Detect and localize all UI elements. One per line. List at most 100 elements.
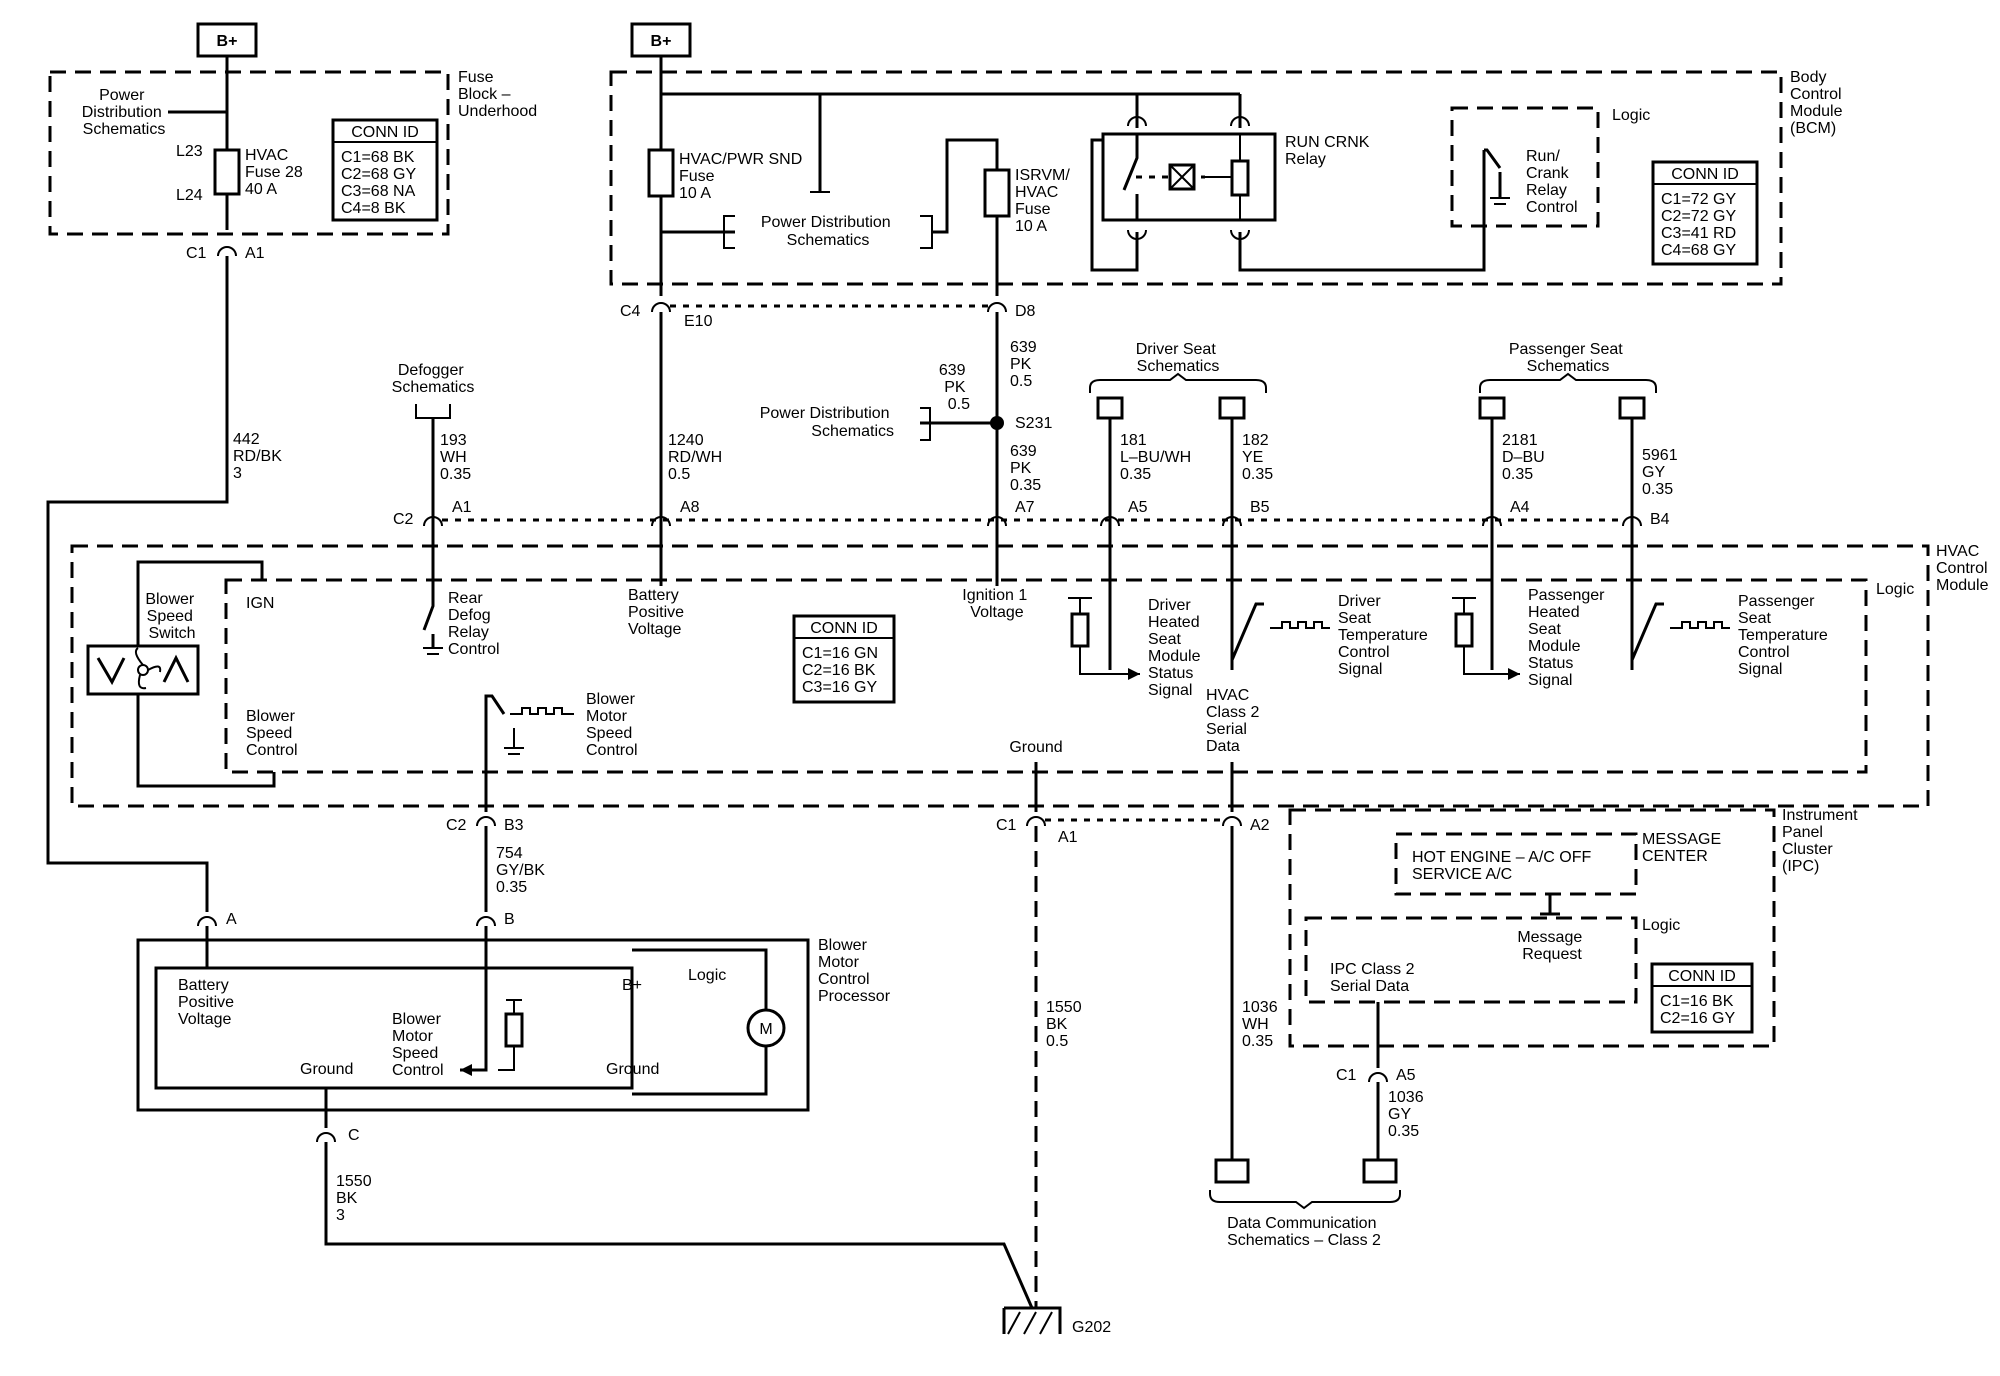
blower-ground-left: Ground bbox=[300, 1061, 353, 1078]
s231-power-dist-ref: Power Distribution Schematics bbox=[760, 405, 894, 440]
ipc-conn-title: CONN ID bbox=[1668, 968, 1736, 985]
hvac-pin-b3: B3 bbox=[504, 817, 524, 834]
wire-639-bcm-label: 639 PK 0.5 bbox=[1010, 339, 1041, 390]
ipc-message-request-label: Message Request bbox=[1517, 929, 1586, 963]
hvac-ground-label: Ground bbox=[1009, 739, 1062, 756]
fuse-block-c1: C1 bbox=[186, 245, 207, 262]
body-control-module: Body Control Module (BCM) HVAC/PWR SND F… bbox=[609, 56, 1847, 296]
wire-442-label: 442 RD/BK 3 bbox=[233, 431, 286, 482]
hvac-c2-top: C2 bbox=[393, 511, 414, 528]
passenger-heated-seat-status-label: Passenger Heated Seat Module Status Sign… bbox=[1528, 587, 1609, 689]
hvac-ign-label: IGN bbox=[246, 595, 274, 612]
ground-g202-label: G202 bbox=[1072, 1319, 1111, 1336]
bplus-left-terminal: B+ bbox=[196, 22, 258, 58]
bcm-c4: C4 bbox=[620, 303, 641, 320]
fuse-block-l23: L23 bbox=[176, 143, 203, 160]
blower-battery-positive-label: Battery Positive Voltage bbox=[178, 977, 238, 1028]
blower-motor-speed-control-label: Blower Motor Speed Control bbox=[392, 1011, 445, 1079]
hvac-pin-a5: A5 bbox=[1128, 499, 1148, 516]
wire-1550-blower-label: 1550 BK 3 bbox=[336, 1173, 376, 1224]
driver-seat-schematics-ref: Driver Seat Schematics bbox=[1136, 341, 1220, 375]
bcm-power-dist-ref: Power Distribution Schematics bbox=[761, 214, 895, 249]
wire-193-label: 193 WH 0.35 bbox=[440, 432, 471, 483]
rear-defog-relay-control-label: Rear Defog Relay Control bbox=[448, 590, 500, 658]
ignition-1-voltage-label: Ignition 1 Voltage bbox=[962, 587, 1031, 621]
ipc-message-text: HOT ENGINE – A/C OFF SERVICE A/C bbox=[1412, 849, 1596, 883]
ipc-pin-a5: A5 bbox=[1396, 1067, 1416, 1084]
instrument-panel-cluster: Instrument Panel Cluster (IPC) HOT ENGIN… bbox=[1288, 807, 1862, 1068]
wire-182-label: 182 YE 0.35 bbox=[1242, 432, 1273, 483]
passenger-seat-temp-control-label: Passenger Seat Temperature Control Signa… bbox=[1738, 593, 1832, 678]
blower-motor-symbol: M bbox=[759, 1021, 772, 1038]
wire-1550-hvac-label: 1550 BK 0.5 bbox=[1046, 999, 1086, 1050]
hvac-conn-title: CONN ID bbox=[810, 620, 878, 637]
blower-bplus-label: B+ bbox=[622, 977, 642, 994]
run-crank-relay bbox=[1090, 94, 1486, 272]
wire-1036-wh-label: 1036 WH 0.35 bbox=[1242, 999, 1282, 1050]
data-comm-schematics-ref: Data Communication Schematics – Class 2 bbox=[1227, 1215, 1381, 1249]
fuse-block-conn-list: C1=68 BK C2=68 GY C3=68 NA C4=8 BK bbox=[341, 149, 420, 217]
hvac-pwr-snd-fuse-label: HVAC/PWR SND Fuse 10 A bbox=[679, 151, 807, 202]
bcm-title: Body Control Module (BCM) bbox=[1790, 69, 1847, 137]
driver-heated-seat-status-label: Driver Heated Seat Module Status Signal bbox=[1148, 597, 1205, 699]
hvac-pin-a4: A4 bbox=[1510, 499, 1530, 516]
ipc-logic-label: Logic bbox=[1642, 917, 1680, 934]
hvac-pin-a1-bottom: A1 bbox=[1058, 829, 1078, 846]
blower-motor-control-processor: Blower Motor Control Processor Battery P… bbox=[136, 926, 891, 1128]
isrvm-hvac-fuse-label: ISRVM/ HVAC Fuse 10 A bbox=[1015, 167, 1074, 235]
wire-181-label: 181 L–BU/WH 0.35 bbox=[1120, 432, 1196, 483]
battery-positive-voltage-label: Battery Positive Voltage bbox=[628, 587, 688, 638]
blower-speed-control-label: Blower Speed Control bbox=[246, 708, 299, 759]
bcm-logic-label: Logic bbox=[1612, 107, 1650, 124]
blower-pin-b: B bbox=[504, 911, 515, 928]
bplus-left-label: B+ bbox=[217, 33, 238, 50]
fuse-block-underhood: Fuse Block – Underhood Power Distributio… bbox=[48, 69, 537, 236]
hvac-pin-a7: A7 bbox=[1015, 499, 1035, 516]
ipc-message-center-label: MESSAGE CENTER bbox=[1642, 831, 1726, 865]
hvac-pin-b4: B4 bbox=[1650, 511, 1670, 528]
hvac-class2-serial-label: HVAC Class 2 Serial Data bbox=[1206, 687, 1264, 755]
blower-pin-c: C bbox=[348, 1127, 360, 1144]
hvac-pin-b5: B5 bbox=[1250, 499, 1270, 516]
fuse-block-title: Fuse Block – Underhood bbox=[458, 69, 537, 120]
hvac-c2-bottom: C2 bbox=[446, 817, 467, 834]
hvac-pin-a8: A8 bbox=[680, 499, 700, 516]
wire-2181-label: 2181 D–BU 0.35 bbox=[1502, 432, 1549, 483]
splice-s231-label: S231 bbox=[1015, 415, 1052, 432]
wire-639-hvac-label: 639 PK 0.35 bbox=[1010, 443, 1041, 494]
blower-motor-processor-title: Blower Motor Control Processor bbox=[818, 937, 891, 1005]
hvac-control-module: HVAC Control Module Logic IGN Blower Spe… bbox=[70, 526, 1989, 808]
ipc-class2-serial-label: IPC Class 2 Serial Data bbox=[1330, 961, 1419, 995]
ipc-conn-list: C1=16 BK C2=16 GY bbox=[1660, 993, 1738, 1027]
bcm-conn-title: CONN ID bbox=[1671, 166, 1739, 183]
hvac-conn-list: C1=16 GN C2=16 BK C3=16 GY bbox=[802, 645, 883, 696]
wire-1240-label: 1240 RD/WH 0.5 bbox=[668, 432, 727, 483]
fuse-block-l24: L24 bbox=[176, 187, 203, 204]
blower-speed-switch-label: Blower Speed Switch bbox=[145, 591, 198, 642]
blower-logic-label: Logic bbox=[688, 967, 726, 984]
hvac-pin-a1: A1 bbox=[452, 499, 472, 516]
hvac-fuse-28-label: HVAC Fuse 28 40 A bbox=[245, 147, 307, 198]
wire-1036-gy-label: 1036 GY 0.35 bbox=[1388, 1089, 1428, 1140]
blower-speed-switch bbox=[86, 560, 276, 788]
run-crank-relay-label: RUN CRNK Relay bbox=[1285, 134, 1374, 168]
blower-ground-right: Ground bbox=[606, 1061, 659, 1078]
bplus-right-label: B+ bbox=[651, 33, 672, 50]
bcm-d8: D8 bbox=[1015, 303, 1036, 320]
wire-639-pdist-label: 639 PK 0.5 bbox=[939, 362, 970, 413]
bcm-conn-list: C1=72 GY C2=72 GY C3=41 RD C4=68 GY bbox=[1661, 191, 1741, 259]
hvac-pin-a2: A2 bbox=[1250, 817, 1270, 834]
defogger-schematics-ref: Defogger Schematics bbox=[392, 362, 475, 396]
blower-pin-a: A bbox=[226, 911, 237, 928]
hvac-c1-bottom: C1 bbox=[996, 817, 1017, 834]
driver-seat-temp-control-label: Driver Seat Temperature Control Signal bbox=[1338, 593, 1432, 678]
ipc-title: Instrument Panel Cluster (IPC) bbox=[1782, 807, 1862, 875]
run-crank-relay-control-label: Run/ Crank Relay Control bbox=[1526, 148, 1578, 216]
ground-g202 bbox=[1002, 1306, 1062, 1335]
fuse-block-a1: A1 bbox=[245, 245, 265, 262]
ipc-c1: C1 bbox=[1336, 1067, 1357, 1084]
fuse-block-conn-title: CONN ID bbox=[351, 124, 419, 141]
hvac-logic-label: Logic bbox=[1876, 581, 1914, 598]
wire-754-label: 754 GY/BK 0.35 bbox=[496, 845, 549, 896]
